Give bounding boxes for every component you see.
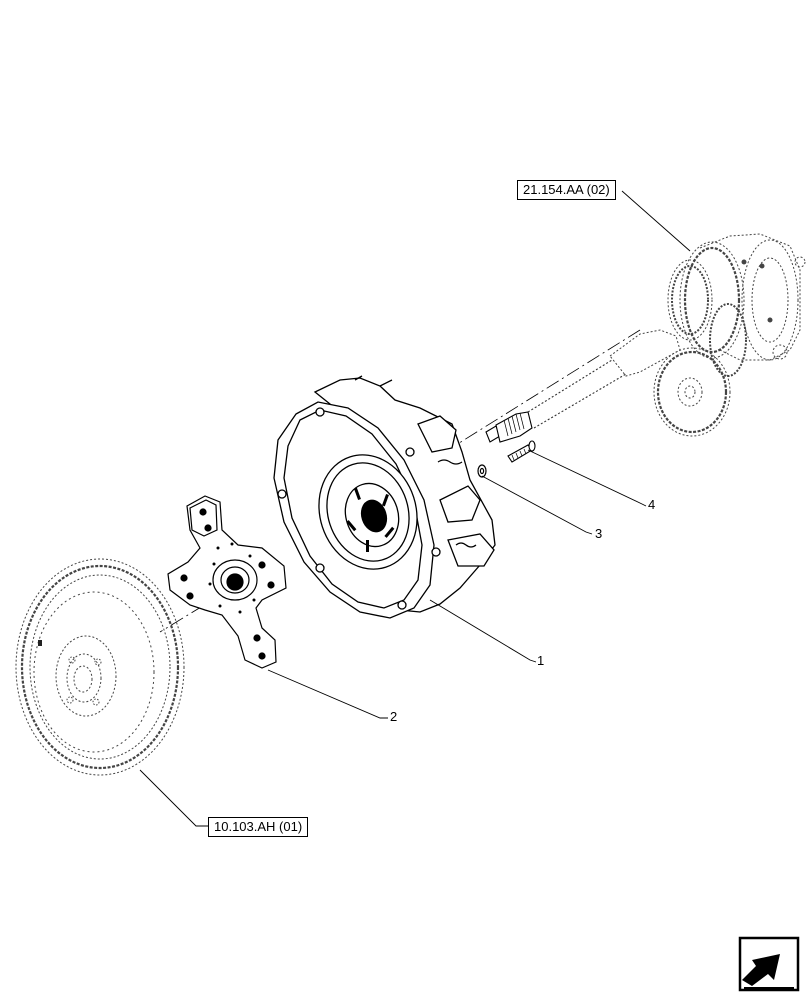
- clutch-disc: [167, 495, 287, 669]
- washer: [477, 464, 487, 478]
- callout-1: 1: [537, 653, 545, 668]
- clutch-assembly: [273, 375, 496, 619]
- callout-4: 4: [648, 497, 656, 512]
- exit-arrow-icon[interactable]: [736, 930, 802, 992]
- reference-transmission[interactable]: 21.154.AA (02): [517, 180, 616, 200]
- leader-lines: [139, 190, 691, 827]
- bolt: [507, 440, 536, 463]
- flywheel: [15, 558, 185, 776]
- callout-2: 2: [390, 709, 398, 724]
- reference-flywheel[interactable]: 10.103.AH (01): [208, 817, 309, 837]
- input-shaft: [485, 359, 627, 443]
- callout-3: 3: [595, 526, 603, 541]
- transmission-assembly: [609, 233, 806, 437]
